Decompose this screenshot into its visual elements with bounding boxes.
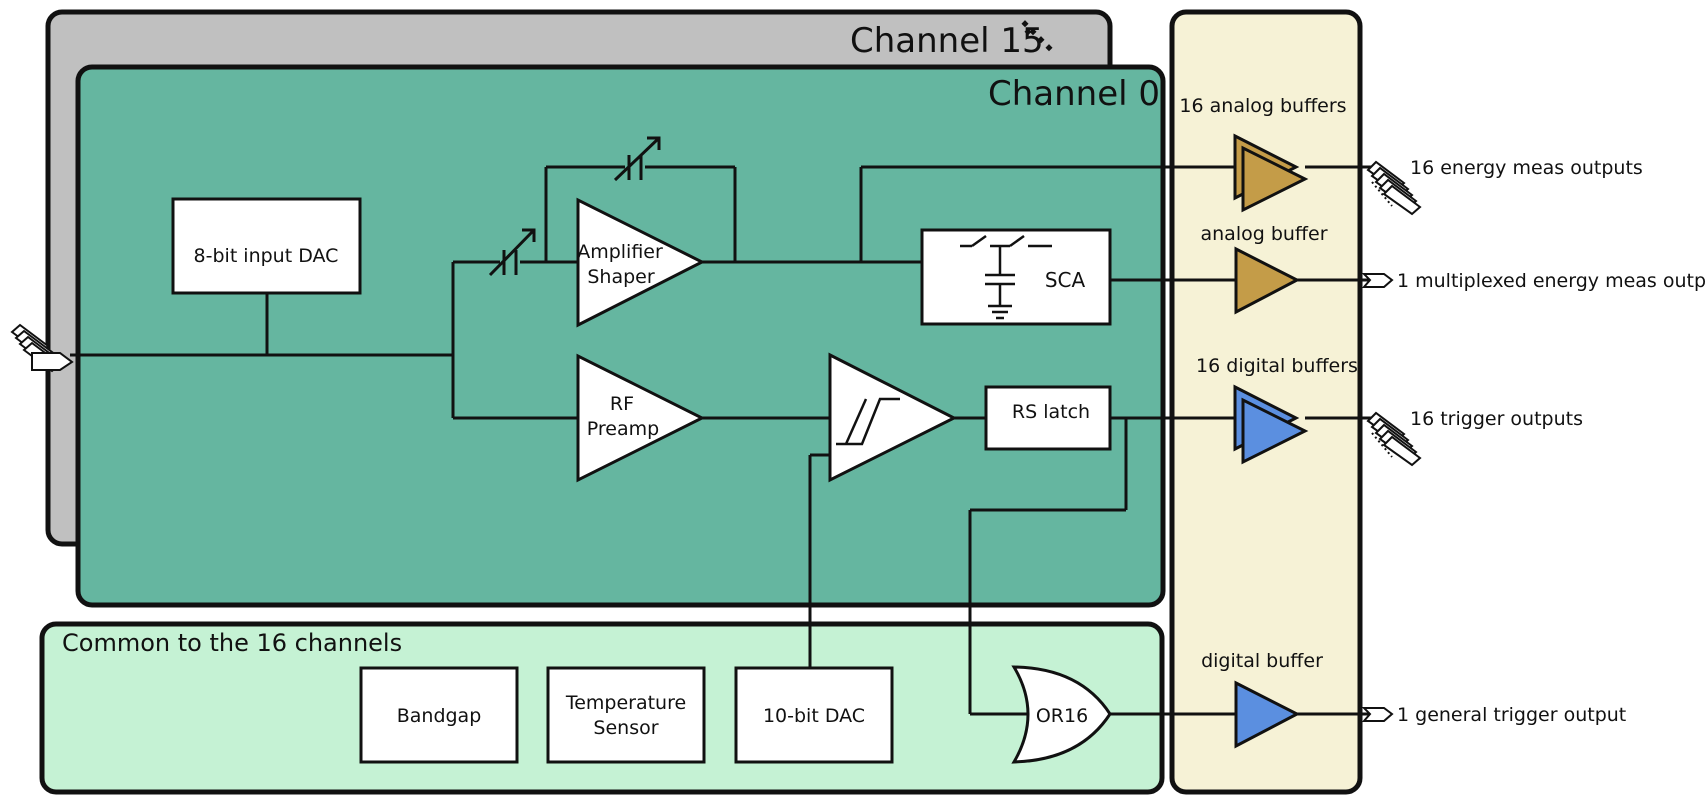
digital-buffer-icon	[1234, 680, 1301, 749]
dac10-block	[734, 666, 894, 764]
trigger16-output-label: 16 trigger outputs	[1410, 408, 1583, 430]
input-dac-label: 8-bit input DAC	[194, 245, 339, 267]
analog-buffer-icon	[1234, 246, 1301, 315]
analog-buffer-label: analog buffer	[1200, 223, 1327, 245]
rs-latch-label: RS latch	[1012, 401, 1090, 423]
sca-switch-capacitor-icon	[960, 234, 1052, 320]
temperature-sensor-block	[546, 666, 706, 764]
digital-buffer-label: digital buffer	[1201, 650, 1323, 672]
hysteresis-icon	[836, 397, 900, 446]
or16-gate	[1011, 665, 1112, 764]
channel-0-panel	[75, 64, 1166, 608]
dac10-label: 10-bit DAC	[763, 705, 865, 727]
rf-label-line1: RF	[610, 393, 634, 415]
comparator-block	[828, 352, 958, 483]
rf-label-line2: Preamp	[587, 418, 659, 440]
amp-label-line1: Amplifier	[577, 241, 663, 263]
sca-label: SCA	[1045, 268, 1086, 292]
channel-15-label: Channel 15	[850, 21, 1044, 61]
energy-output-pins-icon	[1366, 160, 1422, 216]
common-label: Common to the 16 channels	[62, 629, 402, 657]
general-trigger-output-label: 1 general trigger output	[1397, 704, 1626, 726]
feedback-capacitor-icon	[613, 136, 661, 182]
input-dac-block	[171, 197, 362, 295]
amplifier-shaper-block	[576, 197, 706, 328]
temperature-label-line2: Sensor	[593, 717, 658, 739]
or16-label: OR16	[1036, 705, 1088, 727]
energy16-output-label: 16 energy meas outputs	[1410, 157, 1643, 179]
temperature-label-line1: Temperature	[565, 692, 686, 714]
analog16-buffers-label: 16 analog buffers	[1179, 95, 1346, 117]
digital16-buffer-icon	[1233, 384, 1309, 465]
wires	[70, 165, 1372, 716]
rs-latch-block	[984, 385, 1112, 451]
variable-capacitor-icon	[488, 228, 536, 277]
rf-preamp-block	[576, 353, 706, 483]
general-trigger-pin-icon	[1361, 707, 1394, 722]
amp-label-line2: Shaper	[587, 266, 654, 288]
bandgap-block	[359, 666, 519, 764]
energy-mux-output-label: 1 multiplexed energy meas output	[1397, 270, 1707, 292]
input-bus-pins-icon	[10, 323, 74, 373]
bandgap-label: Bandgap	[397, 705, 482, 727]
channel-0-label: Channel 0	[988, 74, 1160, 114]
analog16-buffer-icon	[1233, 133, 1309, 213]
sca-block	[920, 228, 1112, 326]
trigger-output-pins-icon	[1366, 411, 1422, 467]
digital16-buffers-label: 16 digital buffers	[1196, 355, 1358, 377]
energy-mux-pin-icon	[1361, 273, 1394, 288]
